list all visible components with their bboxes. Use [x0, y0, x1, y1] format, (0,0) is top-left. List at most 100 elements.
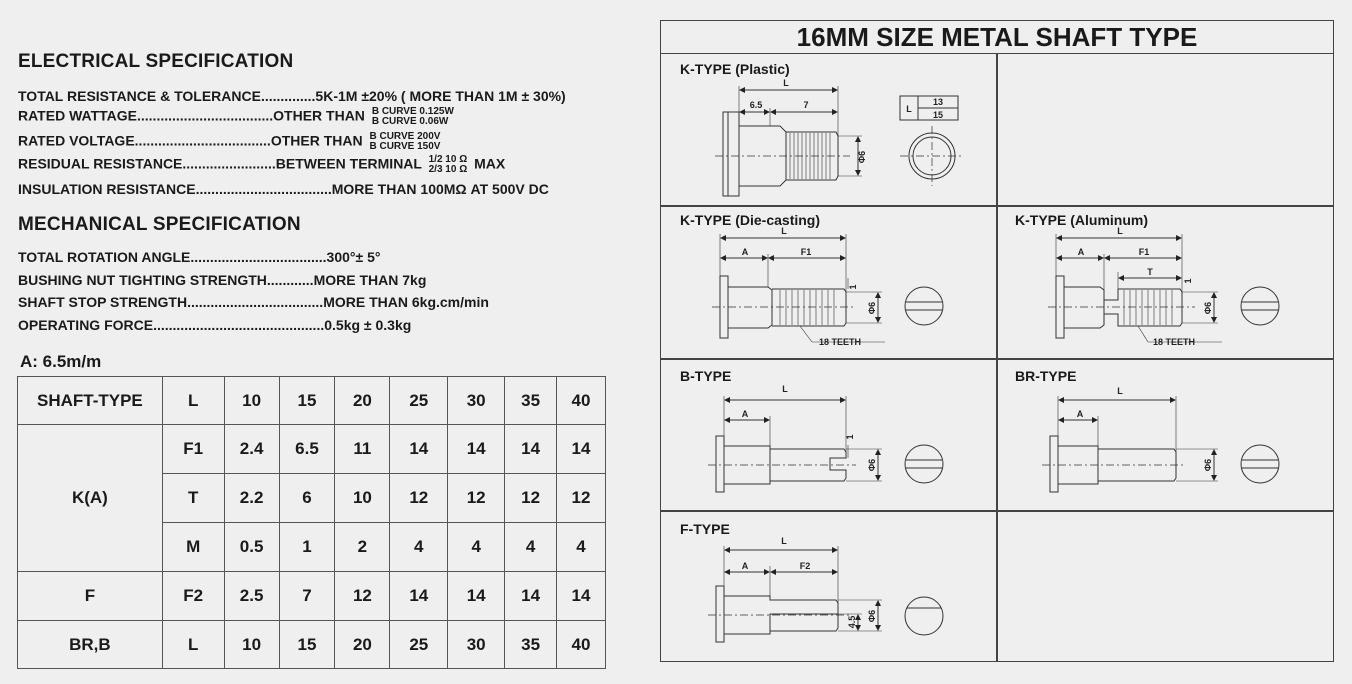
table-cell: 14 [504, 571, 558, 621]
dim-label: 1 [845, 434, 855, 439]
spec-value: MORE THAN 7kg [313, 272, 427, 288]
spec-value: BETWEEN TERMINAL [275, 155, 422, 172]
spec-row-insulation: INSULATION RESISTANCE...................… [18, 181, 549, 197]
shaft-dimension-table: SHAFT-TYPE L 10 15 20 25 30 35 40 K(A) F… [17, 376, 606, 669]
spec-row-rated-wattage: RATED WATTAGE...........................… [18, 107, 457, 127]
spec-value: MORE THAN 100MΩ AT 500V DC [331, 181, 549, 197]
dim-label: F1 [1139, 247, 1150, 257]
dim-label: L [1117, 386, 1123, 396]
table-cell: 14 [447, 424, 506, 474]
cell-title-br: BR-TYPE [1015, 368, 1077, 384]
k-die-drawing [712, 234, 944, 343]
dim-label: 7 [803, 100, 808, 110]
leader-dots: ................................... [187, 294, 324, 310]
table-cell: 4 [556, 522, 606, 572]
panel-title: 16MM SIZE METAL SHAFT TYPE [796, 22, 1198, 52]
table-row: T 2.2 6 10 12 12 12 12 [18, 473, 606, 523]
table-cell: 15 [278, 620, 336, 669]
dim-label: L [782, 384, 788, 394]
mechanical-heading: MECHANICAL SPECIFICATION [18, 214, 301, 235]
table-cell: 6 [278, 473, 336, 523]
table-cell: 14 [389, 571, 449, 621]
box-label: L [906, 104, 912, 114]
b-type-drawing [708, 396, 944, 493]
dim-label: 1 [848, 284, 858, 289]
table-cell: 12 [556, 473, 606, 523]
spec-suffix: MAX [474, 155, 506, 172]
header-cell: 30 [447, 376, 506, 425]
dim-label: L [781, 226, 787, 236]
spec-row-total-resistance: TOTAL RESISTANCE & TOLERANCE............… [18, 88, 566, 104]
spec-row-bushing-nut: BUSHING NUT TIGHTING STRENGTH...........… [18, 272, 426, 288]
curve-line: B CURVE 0.125W [371, 106, 454, 117]
table-cell: 40 [556, 620, 606, 669]
dim-label: L [781, 536, 787, 546]
dim-label: L [1117, 226, 1123, 236]
table-cell: 10 [334, 473, 391, 523]
row-key-cell: L [161, 620, 225, 669]
cell-title-b: B-TYPE [680, 368, 732, 384]
panel-divider [996, 53, 998, 662]
row-key-cell: M [161, 522, 225, 572]
table-cell: 10 [223, 620, 280, 669]
spec-label: INSULATION RESISTANCE [18, 181, 196, 197]
table-cell: 12 [504, 473, 558, 523]
leader-dots: .............. [260, 88, 316, 104]
table-caption: A: 6.5m/m [20, 352, 102, 371]
dim-label: Φ6 [1203, 459, 1213, 471]
dim-label: 1 [1183, 278, 1193, 283]
table-cell: 14 [556, 571, 606, 621]
leader-dots: ........................................… [153, 317, 325, 333]
cell-title-k-plastic: K-TYPE (Plastic) [680, 61, 790, 77]
table-cell: 12 [389, 473, 449, 523]
dim-label: 4.5 [847, 616, 857, 629]
br-type-drawing [1042, 396, 1280, 493]
box-value: 13 [933, 97, 943, 107]
terminal-line: 2/3 10 Ω [428, 164, 468, 175]
electrical-heading: ELECTRICAL SPECIFICATION [18, 51, 294, 72]
spec-row-rotation-angle: TOTAL ROTATION ANGLE....................… [18, 249, 380, 265]
table-cell: 6.5 [278, 424, 336, 474]
teeth-label: 18 TEETH [1153, 337, 1195, 347]
leader-dots: ........................ [182, 155, 276, 172]
table-row: BR,B L 10 15 20 25 30 35 40 [17, 620, 606, 669]
table-cell: 1 [278, 522, 336, 572]
spec-row-rated-voltage: RATED VOLTAGE...........................… [18, 132, 443, 152]
box-value: 15 [933, 110, 943, 120]
spec-value: 0.5kg ± 0.3kg [324, 317, 412, 333]
spec-label: TOTAL ROTATION ANGLE [18, 249, 191, 265]
curve-line: B CURVE 150V [369, 141, 441, 152]
leader-dots: ................................... [190, 249, 327, 265]
dim-label: 6.5 [750, 100, 763, 110]
leader-dots: ................................... [195, 181, 332, 197]
table-cell: 0.5 [223, 522, 280, 572]
table-cell: 30 [447, 620, 506, 669]
dim-label: T [1147, 267, 1153, 277]
table-cell: 14 [504, 424, 558, 474]
dim-label: A [742, 409, 749, 419]
header-cell: SHAFT-TYPE [17, 376, 163, 425]
spec-row-operating-force: OPERATING FORCE.........................… [18, 317, 411, 333]
cell-title-k-alu: K-TYPE (Aluminum) [1015, 212, 1148, 228]
table-row: M 0.5 1 2 4 4 4 4 [18, 522, 606, 572]
dim-label: A [742, 561, 749, 571]
table-cell: 12 [334, 571, 391, 621]
terminal-line: 1/2 10 Ω [428, 154, 468, 165]
table-cell: 25 [389, 620, 449, 669]
spec-label: OPERATING FORCE [18, 317, 154, 333]
table-cell: 35 [504, 620, 558, 669]
dim-label: Φ6 [867, 610, 877, 622]
dim-label: Φ6 [857, 151, 867, 163]
dim-label: F2 [800, 561, 811, 571]
table-header-row: SHAFT-TYPE L 10 15 20 25 30 35 40 [17, 376, 606, 425]
leader-dots: ................................... [137, 107, 274, 124]
spec-label: RATED VOLTAGE [18, 132, 135, 149]
group-name-cell: K(A) [17, 424, 163, 572]
table-cell: 2.2 [223, 473, 280, 523]
spec-value: MORE THAN 6kg.cm/min [323, 294, 489, 310]
dim-label: A [1077, 409, 1084, 419]
table-cell: 11 [334, 424, 391, 474]
